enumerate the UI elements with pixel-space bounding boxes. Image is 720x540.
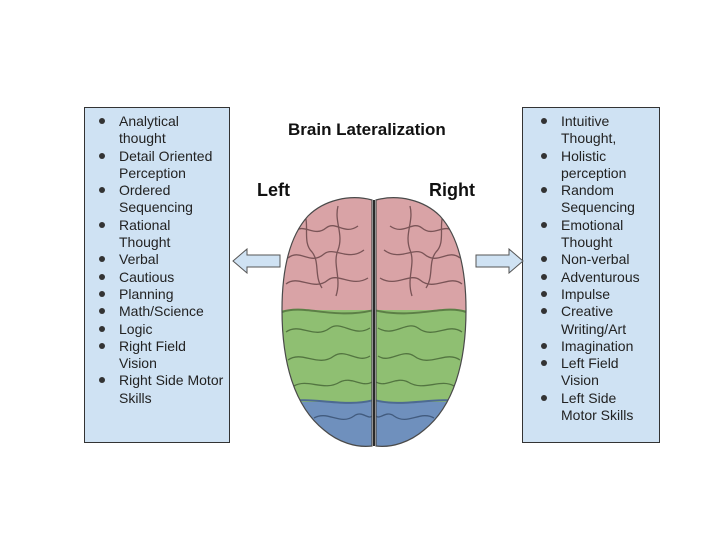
list-item: Math/Science — [97, 303, 225, 320]
list-item: Adventurous — [539, 269, 655, 286]
right-traits-list: Intuitive Thought, Holistic perception R… — [539, 113, 655, 424]
list-item: Verbal — [97, 251, 225, 268]
list-item: Cautious — [97, 269, 225, 286]
right-hemisphere-traits-panel: Intuitive Thought, Holistic perception R… — [522, 107, 660, 443]
list-item: Holistic perception — [539, 148, 655, 183]
list-item: Detail Oriented Perception — [97, 148, 225, 183]
list-item: Impulse — [539, 286, 655, 303]
list-item: Intuitive Thought, — [539, 113, 655, 148]
left-hemisphere-label: Left — [257, 180, 290, 200]
left-arrow-icon — [232, 248, 281, 274]
right-hemisphere-label: Right — [429, 180, 475, 200]
list-item: Left Field Vision — [539, 355, 655, 390]
list-item: Left Side Motor Skills — [539, 390, 655, 425]
list-item: Logic — [97, 321, 225, 338]
list-item: Imagination — [539, 338, 655, 355]
right-arrow-icon — [475, 248, 524, 274]
diagram-title: Brain Lateralization — [288, 120, 446, 139]
brain-illustration — [281, 197, 467, 447]
list-item: Creative Writing/Art — [539, 303, 655, 338]
left-hemisphere — [282, 197, 372, 447]
list-item: Right Side Motor Skills — [97, 372, 225, 407]
list-item: Ordered Sequencing — [97, 182, 225, 217]
list-item: Non-verbal — [539, 251, 655, 268]
list-item: Planning — [97, 286, 225, 303]
list-item: Analytical thought — [97, 113, 225, 148]
list-item: Rational Thought — [97, 217, 225, 252]
list-item: Random Sequencing — [539, 182, 655, 217]
left-traits-list: Analytical thought Detail Oriented Perce… — [97, 113, 225, 407]
right-hemisphere — [376, 197, 466, 447]
left-hemisphere-traits-panel: Analytical thought Detail Oriented Perce… — [84, 107, 230, 443]
list-item: Emotional Thought — [539, 217, 655, 252]
list-item: Right Field Vision — [97, 338, 225, 373]
